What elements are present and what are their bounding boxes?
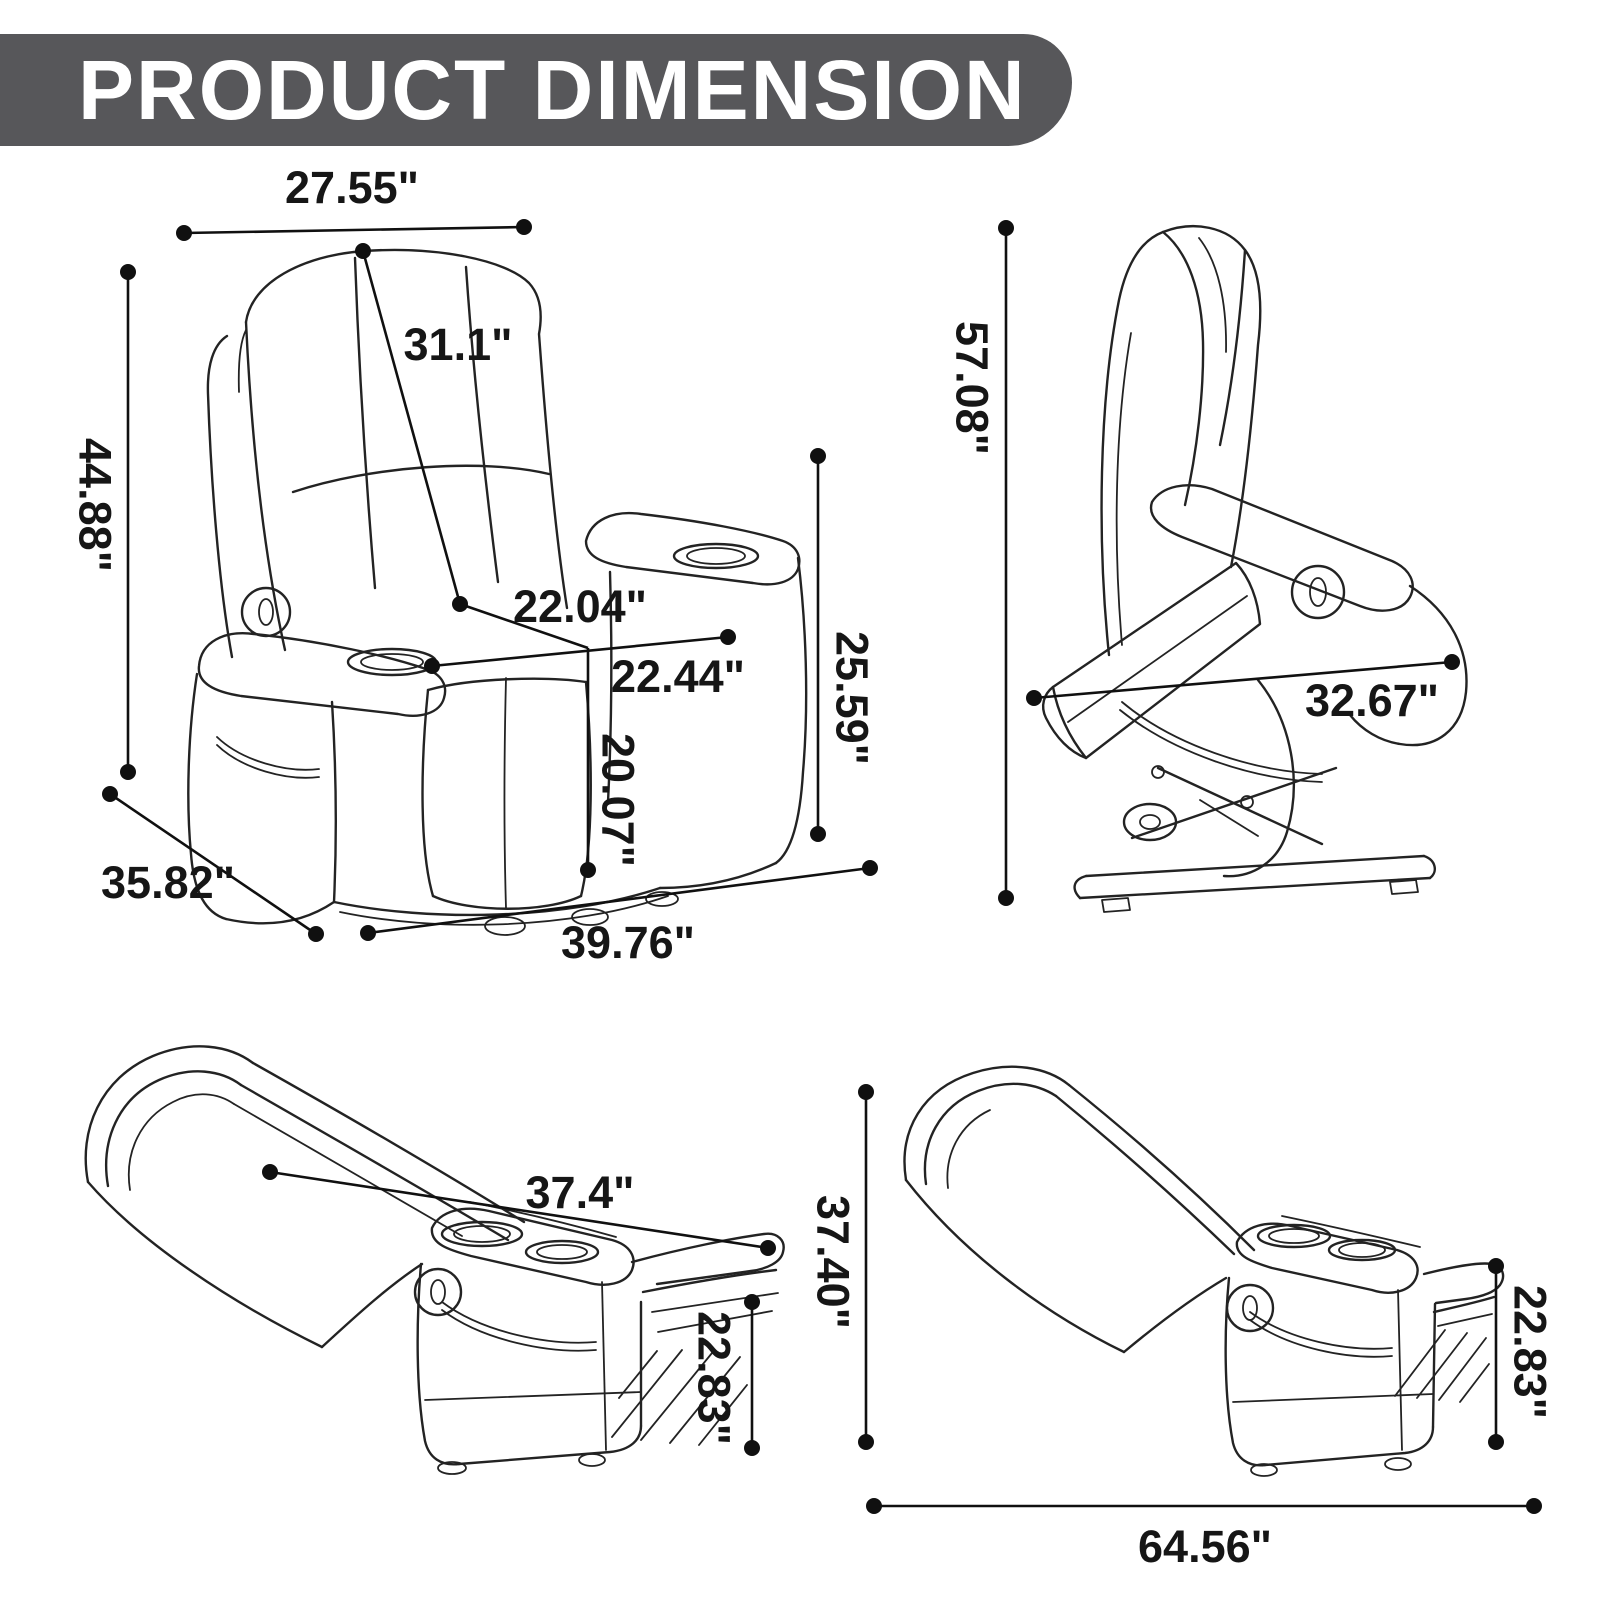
footrest-hatch [1394, 1329, 1490, 1403]
dim-lift-height: 57.08" [947, 220, 1014, 906]
armrest [1235, 1222, 1419, 1294]
view-side-reclined: 37.4" 22.83" [84, 1045, 785, 1475]
dim-seat-height: 20.07" [580, 648, 644, 878]
view-side-lift: 57.08" 32.67" [947, 220, 1468, 913]
chair-feet [1250, 1457, 1412, 1477]
dim-label-lift-length: 32.67" [1305, 675, 1439, 726]
headrest [903, 1065, 1071, 1182]
power-port-icon [240, 586, 292, 638]
chair-lift-art [1042, 225, 1468, 913]
dim-lift-length: 32.67" [1026, 654, 1460, 726]
cup-holder-near [1256, 1223, 1332, 1249]
footrest [630, 1232, 785, 1333]
armrest [430, 1207, 635, 1286]
header-banner: PRODUCT DIMENSION [0, 34, 1072, 146]
cup-holder-right [672, 542, 760, 570]
chair-fully-reclined-art [903, 1065, 1505, 1477]
dim-label-seat-height: 20.07" [593, 733, 644, 867]
dim-label-arm-height: 25.59" [827, 631, 878, 765]
chair-reclined-art [84, 1045, 785, 1475]
dim-label-top-width: 27.55" [285, 162, 419, 213]
chair-feet [484, 891, 679, 936]
dim-label-footrest-height-2: 22.83" [1505, 1285, 1556, 1419]
dim-arm-height: 25.59" [810, 448, 878, 842]
left-wing [206, 334, 234, 659]
dim-label-seat-width: 22.44" [611, 651, 745, 702]
dim-footrest-height-2: 22.83" [1488, 1258, 1556, 1450]
headrest [84, 1045, 255, 1184]
dim-seat-width: 22.44" [424, 629, 745, 702]
dim-recline-length: 64.56" [866, 1498, 1542, 1572]
dim-label-seat-depth: 22.04" [513, 581, 647, 632]
view-side-fully-reclined: 37.40" 22.83" 64.56" [808, 1065, 1556, 1572]
dim-top-width: 27.55" [176, 162, 532, 241]
dim-back-height: 31.1" [355, 243, 512, 612]
power-port-icon [413, 1267, 463, 1317]
footrest [1422, 1262, 1505, 1327]
dim-overall-height: 44.88" [70, 264, 136, 780]
dim-label-recline-height: 37.40" [808, 1195, 859, 1329]
right-armrest [584, 511, 801, 586]
cup-holder-far [524, 1239, 600, 1265]
lift-mechanism [1122, 765, 1338, 846]
dim-label-footrest-height: 22.83" [689, 1311, 740, 1445]
base-rails [1073, 854, 1436, 913]
dim-label-recline-top-length: 37.4" [526, 1167, 635, 1218]
dim-recline-top-length: 37.4" [262, 1164, 776, 1256]
dim-label-base-depth: 35.82" [101, 857, 235, 908]
page-title: PRODUCT DIMENSION [78, 42, 1027, 137]
headrest [1161, 230, 1205, 507]
cup-holder-near [440, 1220, 524, 1248]
power-port-icon [1290, 564, 1346, 620]
view-front-upright: 27.55" 31.1" 44.88" 22.04" 22.44" 25.59" [70, 162, 878, 968]
cup-holder-left [346, 647, 438, 677]
dim-recline-height: 37.40" [808, 1084, 874, 1450]
armrest [1149, 484, 1414, 612]
dim-label-lift-height: 57.08" [947, 321, 998, 455]
dim-base-depth: 35.82" [101, 786, 324, 942]
dim-overall-width: 39.76" [360, 860, 878, 968]
dim-label-back-height: 31.1" [404, 319, 513, 370]
footrest-hatch [611, 1349, 748, 1446]
dim-label-recline-length: 64.56" [1138, 1521, 1272, 1572]
dim-label-overall-width: 39.76" [561, 917, 695, 968]
cup-holder-far [1327, 1238, 1397, 1262]
dim-footrest-height: 22.83" [689, 1294, 760, 1456]
dim-seat-depth: 22.04" [459, 581, 647, 650]
dim-label-overall-height: 44.88" [70, 438, 121, 572]
power-port-icon [1225, 1283, 1275, 1333]
chair-feet [437, 1453, 606, 1475]
